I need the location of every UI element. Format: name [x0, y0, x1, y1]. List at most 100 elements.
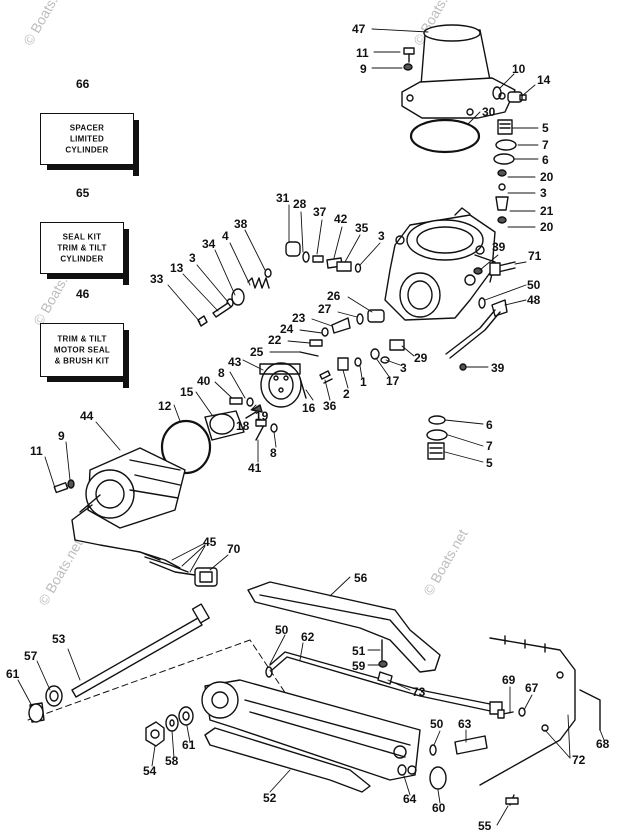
callout-40: 40 — [197, 374, 211, 388]
part-stack-upper-right — [493, 119, 517, 224]
part-tilt-cylinder — [201, 679, 421, 781]
callout-9: 9 — [360, 62, 367, 76]
callout-59: 59 — [352, 659, 366, 673]
callout-58: 58 — [165, 754, 179, 768]
callout-55: 55 — [478, 819, 492, 833]
part-bushings-57-61 — [28, 685, 63, 723]
part-tube-48 — [445, 261, 516, 371]
callout-69: 69 — [502, 673, 516, 687]
kit-number-66: 66 — [76, 77, 90, 91]
callout-70: 70 — [227, 542, 241, 556]
callout-44: 44 — [80, 409, 94, 423]
kit-label-motor-seal: TRIM & TILT MOTOR SEAL & BRUSH KIT — [53, 334, 111, 366]
callout-34: 34 — [202, 237, 216, 251]
part-stack-lower-right — [426, 415, 448, 460]
callout-15: 15 — [180, 385, 194, 399]
kit-box-spacer: SPACER LIMITED CYLINDER — [40, 113, 139, 176]
guide-line-dashed — [27, 639, 291, 721]
callout-20: 20 — [540, 170, 554, 184]
part-guard-72 — [479, 635, 601, 806]
callout-36: 36 — [323, 399, 337, 413]
callout-5: 5 — [542, 121, 549, 135]
callout-60: 60 — [432, 801, 446, 815]
callout-38: 38 — [234, 217, 248, 231]
callout-4: 4 — [222, 229, 229, 243]
callout-37: 37 — [313, 205, 327, 219]
callout-67: 67 — [525, 681, 539, 695]
leader-lines — [17, 28, 605, 826]
callout-57: 57 — [24, 649, 38, 663]
callout-64: 64 — [403, 792, 417, 806]
callout-6: 6 — [486, 418, 493, 432]
callout-10: 10 — [512, 62, 526, 76]
callout-72: 72 — [572, 753, 586, 767]
callout-7: 7 — [542, 138, 549, 152]
callout-18: 18 — [236, 419, 250, 433]
part-spring-assembly — [197, 268, 272, 327]
part-wires-45 — [139, 551, 218, 587]
callout-56: 56 — [354, 571, 368, 585]
callout-17: 17 — [386, 374, 400, 388]
callout-3: 3 — [540, 186, 547, 200]
callout-62: 62 — [301, 630, 315, 644]
kit-box-motor-seal: TRIM & TILT MOTOR SEAL & BRUSH KIT — [40, 323, 129, 388]
callout-11: 11 — [30, 444, 43, 458]
callout-61: 61 — [182, 738, 196, 752]
callout-3: 3 — [400, 361, 407, 375]
part-bolt-41 — [255, 419, 278, 441]
callout-19: 19 — [255, 409, 269, 423]
callout-52: 52 — [263, 791, 277, 805]
callout-53: 53 — [52, 632, 66, 646]
callout-42: 42 — [334, 212, 348, 226]
callout-16: 16 — [302, 401, 316, 415]
part-motor-44 — [53, 447, 186, 561]
callout-63: 63 — [458, 717, 472, 731]
callout-39: 39 — [491, 361, 505, 375]
kit-label-seal-kit: SEAL KIT TRIM & TILT CYLINDER — [57, 232, 107, 264]
callout-24: 24 — [280, 322, 294, 336]
callout-6: 6 — [542, 153, 549, 167]
callout-47: 47 — [352, 22, 366, 36]
callout-54: 54 — [143, 764, 157, 778]
callout-51: 51 — [352, 644, 366, 658]
callout-31: 31 — [276, 191, 290, 205]
callout-39: 39 — [492, 240, 506, 254]
callout-2: 2 — [343, 387, 350, 401]
part-shaft-53 — [71, 603, 210, 698]
callout-3: 3 — [189, 251, 196, 265]
callout-33: 33 — [150, 272, 164, 286]
part-cover-47 — [401, 24, 516, 119]
callout-1: 1 — [360, 375, 367, 389]
callout-20: 20 — [540, 220, 554, 234]
callout-21: 21 — [540, 204, 554, 218]
callout-23: 23 — [292, 311, 306, 325]
callout-41: 41 — [248, 461, 262, 475]
part-bolt-11-top — [403, 47, 415, 71]
callout-8: 8 — [218, 366, 225, 380]
kit-box-seal-kit: SEAL KIT TRIM & TILT CYLINDER — [40, 222, 129, 285]
part-valve-small-row — [299, 309, 385, 357]
part-bracket-56 — [247, 581, 441, 673]
part-valve-row — [285, 241, 362, 273]
callout-43: 43 — [228, 355, 242, 369]
callout-13: 13 — [170, 261, 184, 275]
part-nuts-54-58-61 — [145, 706, 194, 747]
callout-3: 3 — [378, 229, 385, 243]
callout-45: 45 — [203, 535, 217, 549]
kit-number-46: 46 — [76, 287, 90, 301]
callout-68: 68 — [596, 737, 610, 751]
part-strap-52 — [204, 727, 371, 793]
callout-27: 27 — [318, 302, 332, 316]
callout-35: 35 — [355, 221, 369, 235]
callout-50: 50 — [430, 717, 444, 731]
callout-73: 73 — [412, 685, 426, 699]
callout-61: 61 — [6, 667, 20, 681]
callout-7: 7 — [486, 439, 493, 453]
callout-29: 29 — [414, 351, 428, 365]
part-plug-14 — [507, 91, 527, 103]
callout-8: 8 — [270, 446, 277, 460]
callout-50: 50 — [527, 278, 541, 292]
part-ring-10 — [492, 86, 502, 100]
callout-labels: 47 11 9 10 14 30 5 7 6 20 3 21 20 31 28 … — [6, 22, 610, 833]
